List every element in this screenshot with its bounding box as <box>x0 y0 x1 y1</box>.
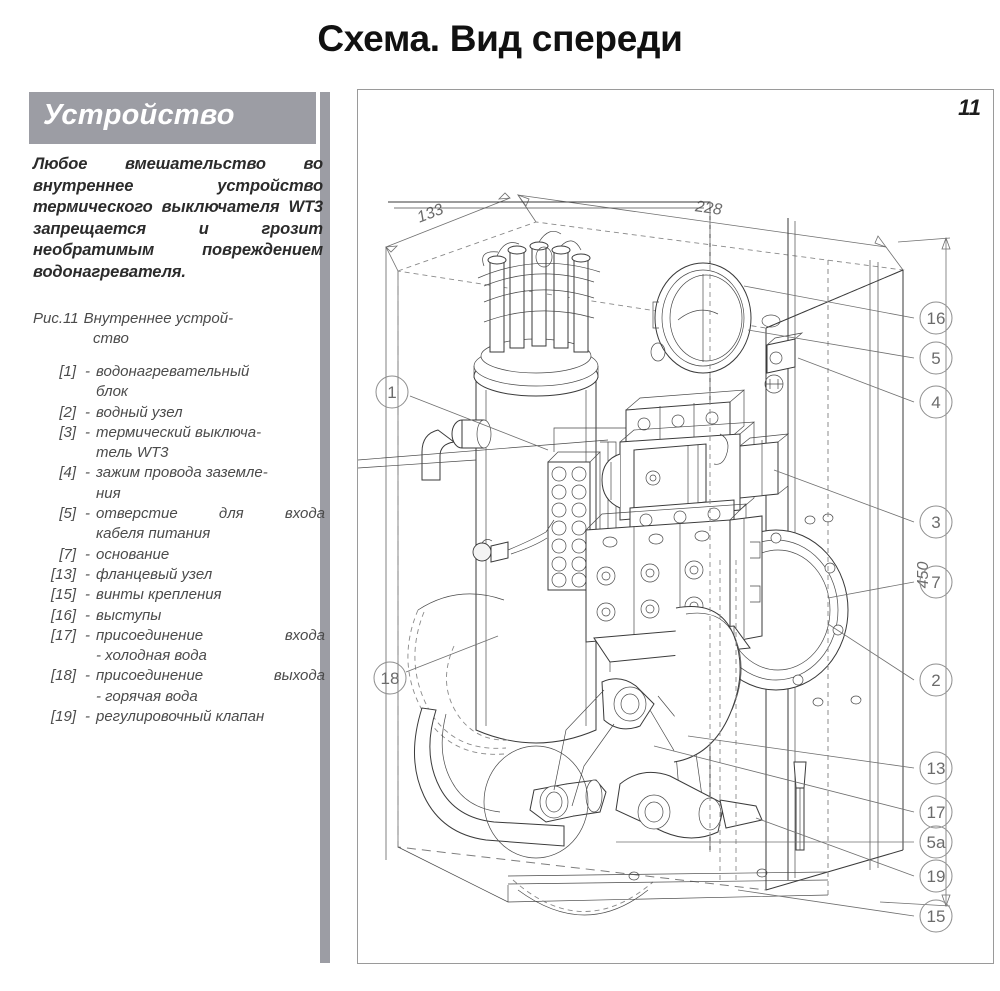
legend-item-dash: - <box>85 626 90 644</box>
legend-item-text: отверстие для входа <box>96 505 325 523</box>
sidebar-right-rail <box>320 92 330 963</box>
legend-item-text: водонагревательный <box>96 363 250 380</box>
technical-drawing: .ln { fill:none; stroke:#3a3a3a; stroke-… <box>358 192 953 933</box>
legend-item-number: [4] <box>59 464 76 482</box>
callout-15: 15 <box>927 907 946 926</box>
legend-item: [17]-присоединение входа <box>33 626 325 646</box>
page-number: 11 <box>958 95 981 120</box>
legend-item-number: [17] <box>50 626 76 644</box>
callout-5: 5 <box>931 349 940 368</box>
callouts: 16 5 4 3 7 2 13 <box>373 285 953 933</box>
legend-item-continuation: тель WT3 <box>96 444 169 462</box>
bottom-piping <box>414 606 829 885</box>
legend-item-text: водный узел <box>96 403 183 421</box>
legend-item: [16]-выступы <box>33 606 325 626</box>
earth-clamp <box>764 332 804 394</box>
legend-item-dash: - <box>85 363 90 380</box>
dimension-label-450: 450 <box>915 562 932 589</box>
figure-caption-label: Рис.11 <box>33 310 79 327</box>
warning-text: Любое вмешательство во внутреннее устрой… <box>33 155 323 281</box>
legend-item-continuation: - горячая вода <box>96 687 198 705</box>
callout-4: 4 <box>931 393 940 412</box>
legend-item-number: [7] <box>59 545 76 563</box>
legend-item-dash: - <box>85 403 90 421</box>
legend-item-dash: - <box>85 606 90 624</box>
legend-item: [19]-регулировочный клапан <box>33 707 325 727</box>
page-title: Схема. Вид спереди <box>317 18 683 59</box>
legend-item: [18]-присоединение выхода <box>33 666 325 686</box>
legend-item: [5]-отверстие для входа <box>33 504 325 524</box>
sidebar-header-band: Устройство <box>29 92 316 144</box>
legend-item-text: винты крепления <box>96 586 222 604</box>
legend-item: [7]-основание <box>33 545 325 565</box>
legend-item-number: [2] <box>59 403 76 421</box>
water-unit-assembly <box>585 503 849 691</box>
legend-item-continuation: ния <box>96 484 121 502</box>
legend-item-text: термический выключа- <box>96 423 262 441</box>
dimension-label-133: 133 <box>415 201 446 226</box>
terminal-pins <box>477 231 601 353</box>
legend-item-dash: - <box>85 565 90 583</box>
legend-item-dash: - <box>85 708 90 726</box>
terminal-strip <box>547 427 640 591</box>
callout-13: 13 <box>927 759 946 778</box>
callout-3: 3 <box>931 513 940 532</box>
legend-item-dash: - <box>85 423 90 441</box>
legend-item-dash: - <box>85 586 90 604</box>
callout-18: 18 <box>381 669 400 688</box>
legend-item-dash: - <box>85 464 90 482</box>
callout-7: 7 <box>931 573 940 592</box>
legend-item-number: [16] <box>50 606 76 624</box>
legend-item-continuation: кабеля питания <box>96 525 211 543</box>
legend-item-text: присоединение выхода <box>96 667 325 685</box>
legend-item: [3]-термический выключа- <box>33 423 325 443</box>
legend-item-dash: - <box>85 667 90 685</box>
figure-frame: 11 .ln { fill:none; stroke:#3a3a3a; stro… <box>357 89 994 964</box>
legend-item-number: [5] <box>59 505 76 523</box>
legend-item-continuation: блок <box>96 383 128 401</box>
legend-item-dash: - <box>85 505 90 523</box>
callout-1: 1 <box>387 383 396 402</box>
legend-item: [4]-зажим провода заземле- <box>33 463 325 483</box>
figure-caption-line2: ство <box>93 330 129 347</box>
cable-entry-ring <box>652 262 752 374</box>
legend-item-text: присоединение входа <box>96 626 325 644</box>
legend-item: [1]-водонагревательный <box>33 362 325 382</box>
dimension-lines <box>385 192 951 908</box>
legend-item-number: [3] <box>59 423 76 441</box>
sidebar-body: Любое вмешательство во внутреннее устрой… <box>33 154 325 727</box>
legend-item-text: фланцевый узел <box>96 565 213 583</box>
legend-item: [13]-фланцевый узел <box>33 565 325 585</box>
callout-16: 16 <box>927 309 946 328</box>
callout-17: 17 <box>927 803 946 822</box>
legend-item-number: [15] <box>50 586 76 604</box>
sidebar: Устройство Любое вмешательство во внутре… <box>29 92 334 964</box>
callout-2: 2 <box>931 671 940 690</box>
legend-item-text: зажим провода заземле- <box>96 464 268 482</box>
legend-item-dash: - <box>85 545 90 563</box>
legend-item-number: [1] <box>59 363 76 380</box>
legend-item-continuation: - холодная вода <box>96 647 207 665</box>
legend-item: [15]-винты крепления <box>33 585 325 605</box>
dimension-label-228: 228 <box>693 198 723 219</box>
legend-item-number: [13] <box>50 565 76 583</box>
legend-item-number: [18] <box>50 667 76 685</box>
sidebar-header-label: Устройство <box>43 99 235 131</box>
sensor-capillary <box>472 519 555 563</box>
legend-item-text: выступы <box>96 606 162 624</box>
callout-19: 19 <box>927 867 946 886</box>
callout-5a: 5a <box>927 833 946 852</box>
thermal-switch-wt3 <box>601 389 790 537</box>
figure-caption-line1: Внутреннее устрой- <box>83 310 234 327</box>
legend-item: [2]-водный узел <box>33 403 325 423</box>
legend-item-number: [19] <box>50 708 76 726</box>
legend-item-text: основание <box>96 545 170 563</box>
legend-item-text: регулировочный клапан <box>96 708 265 726</box>
